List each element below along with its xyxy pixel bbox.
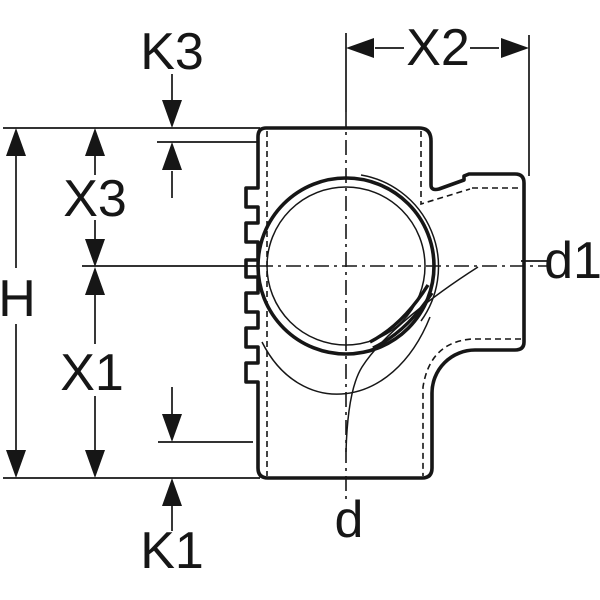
dim-label-x1: X1 — [60, 344, 124, 402]
dimension-labels: K3 X2 X3 H X1 K1 d1 d — [0, 19, 600, 580]
x3-arrow-up — [85, 128, 105, 156]
swirl-vane-upper — [369, 284, 430, 344]
h-arrow-down — [6, 450, 26, 478]
hidden-edges — [266, 131, 521, 476]
k3-arrow-down — [162, 100, 182, 128]
h-arrow-up — [6, 128, 26, 156]
swirl-vane-lower — [372, 292, 434, 350]
interior-thin-lines — [261, 174, 479, 453]
fitting-outline-group — [244, 126, 526, 480]
hidden-edge-right-wall-top — [420, 131, 471, 206]
flow-guide-line — [345, 266, 479, 453]
k3-arrow-up — [162, 142, 182, 170]
x1-arrow-up — [85, 267, 105, 295]
dim-label-x3: X3 — [63, 170, 127, 228]
dim-label-x2: X2 — [406, 19, 470, 77]
body-inner-bottom-arc — [261, 316, 431, 395]
centerlines — [258, 112, 548, 502]
x3-arrow-down — [85, 239, 105, 267]
x2-arrow-left — [346, 38, 374, 58]
hidden-edge-branch-bottom — [422, 338, 521, 476]
dim-label-k3: K3 — [140, 23, 204, 81]
x1-arrow-down — [85, 450, 105, 478]
fitting-body-outline — [244, 126, 526, 480]
dimension-lines — [3, 33, 547, 531]
k1-arrow-up — [162, 478, 182, 506]
branch-outlet-label-d1: d1 — [544, 232, 600, 290]
dim-label-k1: K1 — [140, 522, 204, 580]
x2-arrow-right — [501, 38, 529, 58]
dimension-arrowheads — [6, 38, 529, 506]
main-outlet-label-d: d — [335, 491, 364, 549]
socket-opening-circle — [256, 176, 436, 356]
k1-arrow-down — [162, 414, 182, 442]
dim-label-h: H — [0, 270, 36, 328]
socket-inner-circle — [266, 186, 426, 346]
